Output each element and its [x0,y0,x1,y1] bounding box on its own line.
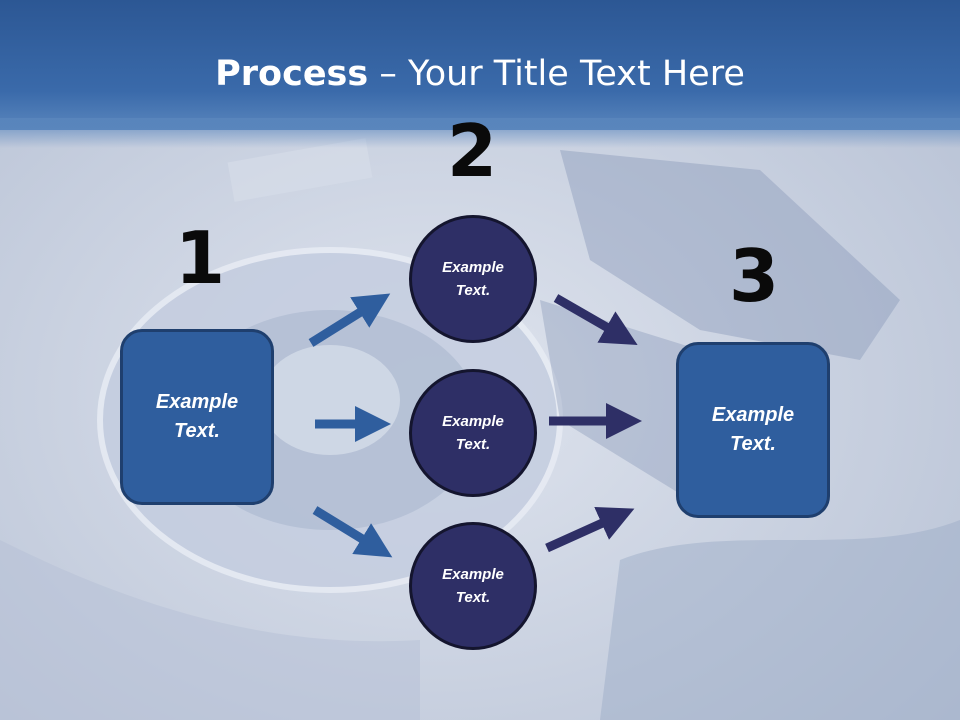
slide-title: Process – Your Title Text Here [0,52,960,96]
step-3-label: Example Text. [711,404,795,455]
header-fade [0,118,960,148]
step-1-box[interactable]: Example Text. [120,329,274,505]
middle-circle-center-label: Example Text. [442,413,504,453]
step-number-1: 1 [174,216,226,300]
middle-circle-top[interactable]: Example Text. [409,215,537,343]
arrow-1-to-bottom [312,506,393,558]
step-3-box[interactable]: Example Text. [676,342,830,518]
title-bold: Process [215,54,369,94]
header-band [0,0,960,130]
middle-circle-bottom[interactable]: Example Text. [409,522,537,650]
arrow-bottom-to-3 [545,506,635,553]
step-1-label: Example Text. [155,391,239,442]
step-number-3: 3 [728,234,780,318]
middle-circle-center[interactable]: Example Text. [409,369,537,497]
middle-circle-bottom-label: Example Text. [442,566,504,606]
arrow-1-to-top [308,293,391,347]
title-rest: – Your Title Text Here [368,54,745,94]
arrow-top-to-3 [553,294,638,345]
middle-circle-top-label: Example Text. [442,259,504,299]
step-number-2: 2 [446,109,498,193]
